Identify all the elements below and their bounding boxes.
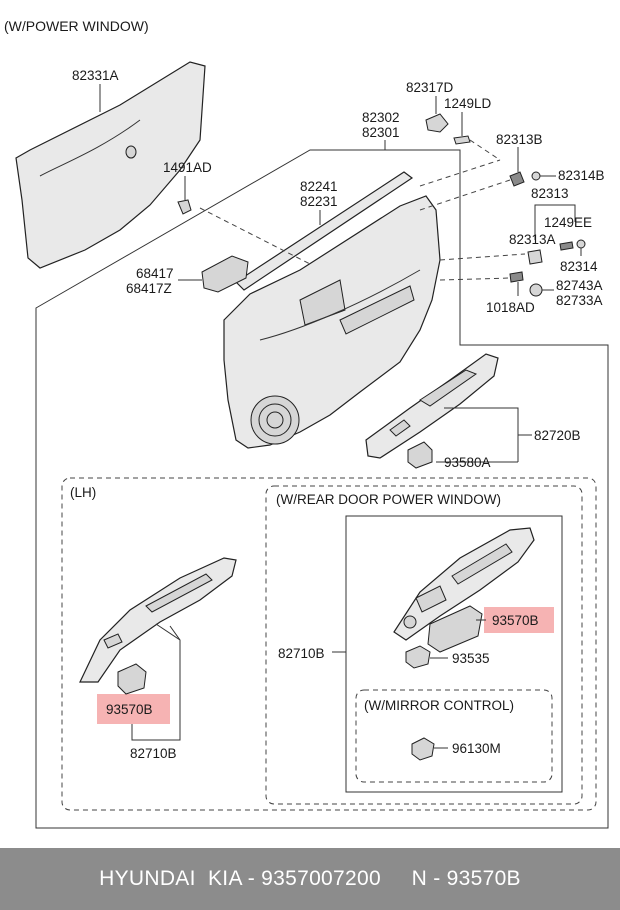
door-seal-82331A — [15, 61, 206, 269]
parts-diagram: (W/POWER WINDOW) 82331A 1491AD 82317D 12… — [4, 18, 609, 829]
rear-door-section — [265, 485, 583, 805]
label-82743A: 82743A — [556, 278, 603, 293]
handle-82317D — [425, 113, 471, 145]
label-82313B: 82313B — [496, 132, 543, 147]
label-82313: 82313 — [531, 186, 569, 201]
label-93570B-rear: 93570B — [492, 613, 539, 628]
label-82314B: 82314B — [558, 168, 605, 183]
label-82302: 82302 — [362, 110, 400, 125]
switch-lh-93570B — [117, 663, 147, 695]
label-93535: 93535 — [452, 651, 490, 666]
rear-door-inner-box — [345, 515, 563, 793]
label-82241: 82241 — [300, 179, 338, 194]
footer-bar: HYUNDAI KIA - 9357007200 N - 93570B — [0, 848, 620, 910]
plug-82743A — [529, 283, 543, 297]
armrest-82720B — [365, 353, 499, 459]
label-82231: 82231 — [300, 194, 338, 209]
label-1249EE: 1249EE — [544, 215, 592, 230]
clip-1491AD — [177, 199, 192, 215]
armrest-rear-82710B — [393, 527, 535, 641]
label-82710B-rear: 82710B — [278, 646, 325, 661]
label-93580A: 93580A — [444, 455, 491, 470]
switch-93580A — [407, 441, 433, 469]
screw-82313B — [509, 171, 525, 187]
label-1018AD: 1018AD — [486, 300, 535, 315]
screw-1018AD — [509, 271, 524, 283]
section-rear-door-label: (W/REAR DOOR POWER WINDOW) — [276, 492, 501, 507]
switch-rear-93570B — [427, 605, 483, 653]
section-mirror-label: (W/MIRROR CONTROL) — [364, 698, 514, 713]
highlight-93570B-lh — [97, 694, 170, 724]
label-1491AD: 1491AD — [163, 160, 212, 175]
lh-section — [61, 477, 597, 811]
label-82317D: 82317D — [406, 80, 454, 95]
highlight-93570B-rear — [484, 607, 554, 633]
label-93570B-lh: 93570B — [106, 702, 153, 717]
diagram-title: (W/POWER WINDOW) — [4, 18, 149, 34]
mirror-control-section — [355, 689, 553, 783]
label-1249LD: 1249LD — [444, 96, 492, 111]
screw-82313A — [527, 241, 574, 265]
bracket-68417 — [201, 255, 249, 293]
washer-82314 — [576, 239, 586, 249]
label-68417: 68417 — [136, 266, 174, 281]
washer-82314B — [531, 171, 541, 181]
label-82314: 82314 — [560, 259, 598, 274]
footer-text: HYUNDAI KIA - 9357007200 N - 93570B — [99, 867, 521, 890]
label-68417Z: 68417Z — [126, 281, 172, 296]
switch-93535 — [405, 645, 431, 669]
armrest-lh-82710B — [79, 557, 237, 683]
door-trim-panel — [223, 195, 441, 449]
label-82710B-lh: 82710B — [130, 746, 177, 761]
label-82301: 82301 — [362, 125, 400, 140]
label-82733A: 82733A — [556, 293, 603, 308]
label-82331A: 82331A — [72, 68, 119, 83]
switch-96130M — [411, 737, 435, 761]
section-lh-label: (LH) — [70, 485, 96, 500]
label-82720B: 82720B — [534, 428, 581, 443]
label-82313A: 82313A — [509, 232, 556, 247]
label-96130M: 96130M — [452, 741, 501, 756]
trim-strip-82241 — [235, 171, 414, 291]
